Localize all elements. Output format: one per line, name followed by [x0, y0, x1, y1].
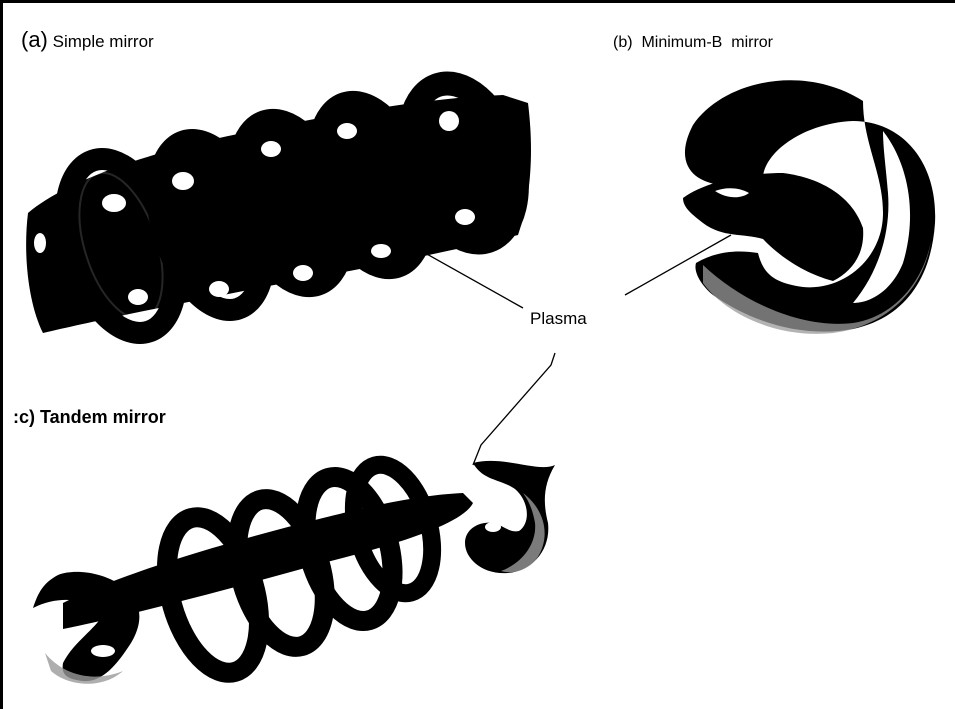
leader-line-to-tandem: [473, 353, 555, 465]
tandem-mirror-illustration: [33, 456, 555, 684]
coil-gap: [128, 289, 148, 305]
coil-gap: [102, 194, 126, 212]
panel-a-title: Simple mirror: [53, 32, 154, 51]
leader-line-to-simple: [425, 253, 523, 308]
coil-gap: [261, 141, 281, 157]
coil-gap: [337, 123, 357, 139]
coil-gap: [34, 233, 46, 253]
coil-gap: [455, 209, 475, 225]
tandem-left-gap: [91, 645, 115, 657]
coil-gap: [209, 281, 229, 297]
plasma-leader-lines: [425, 235, 731, 465]
simple-mirror-illustration: [26, 70, 536, 347]
panel-a-letter: (a): [21, 27, 48, 52]
coil-gap: [172, 172, 194, 190]
tandem-right-gap: [485, 522, 501, 532]
panel-c-label: :c) Tandem mirror: [13, 408, 166, 426]
coil-gap: [439, 111, 459, 131]
panel-a-label: (a) Simple mirror: [21, 29, 154, 51]
minimum-b-mirror-illustration: [683, 80, 935, 334]
coil-gap: [371, 244, 391, 258]
panel-b-title: Minimum-B mirror: [641, 34, 773, 51]
minimum-b-white-notch: [728, 238, 763, 247]
diagram-canvas: [3, 3, 955, 709]
tandem-right-gap: [471, 476, 491, 486]
panel-b-letter: (b): [613, 34, 633, 51]
coil-gap: [293, 265, 313, 281]
plasma-callout-label: Plasma: [530, 310, 587, 327]
panel-b-label: (b) Minimum-B mirror: [613, 35, 773, 51]
panel-c-title: :c) Tandem mirror: [13, 407, 166, 427]
